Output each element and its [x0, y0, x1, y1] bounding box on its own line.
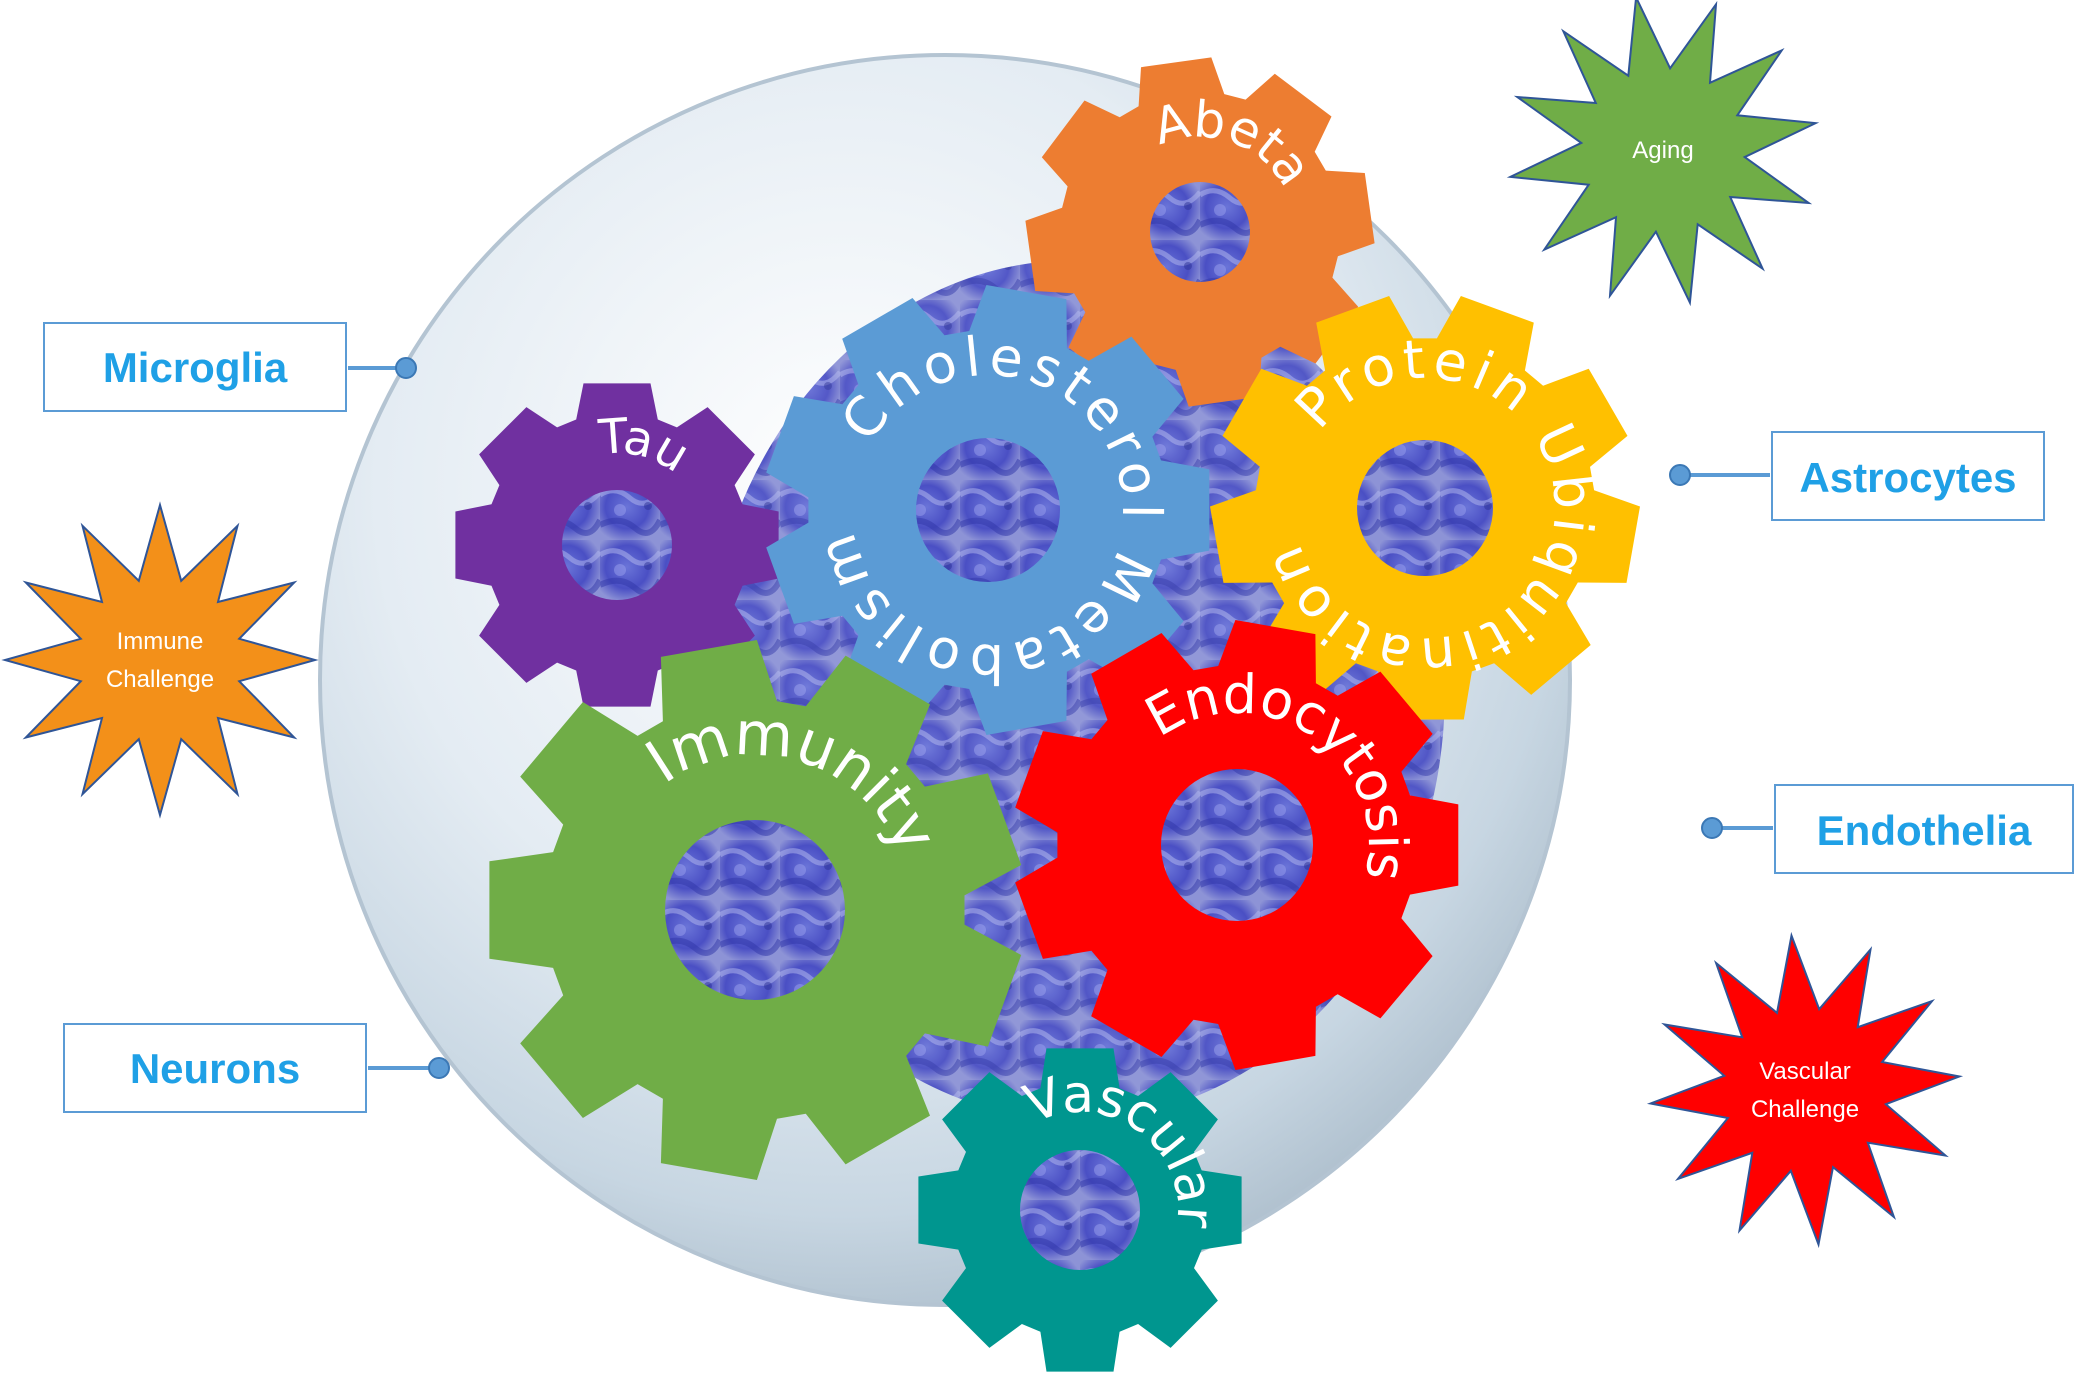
gear-vascular-hole — [1020, 1150, 1140, 1270]
connector-endothelia — [1701, 817, 1773, 839]
gear-immunity-hole — [665, 820, 845, 1000]
gear-endocytosis: Endocytosis — [1015, 620, 1459, 1070]
label-neurons: Neurons — [130, 1045, 300, 1092]
gear-protein-hole — [1357, 440, 1493, 576]
gear-protein-ubiquitination: Protein Ubiquitination — [1210, 296, 1640, 720]
challenge-star-aging: Aging — [1506, 0, 1820, 307]
connector-astrocytes — [1669, 464, 1770, 486]
star-immune-shape — [1, 501, 319, 819]
label-box-astrocytes: Astrocytes — [1771, 431, 2045, 521]
star-immune-text: Challenge — [106, 666, 214, 693]
label-box-microglia: Microglia — [43, 322, 347, 412]
gear-vascular: Vascular — [918, 1048, 1242, 1372]
star-aging-shape — [1506, 0, 1820, 307]
gear-tau-hole — [562, 490, 672, 600]
label-microglia: Microglia — [103, 344, 288, 391]
connector-neurons — [368, 1057, 450, 1079]
gear-endocytosis-hole — [1161, 769, 1313, 921]
label-astrocytes: Astrocytes — [1799, 454, 2016, 501]
label-endothelia: Endothelia — [1817, 807, 2032, 854]
gear-cholesterol-hole — [916, 438, 1060, 582]
star-vascular-shape — [1646, 931, 1964, 1249]
label-box-neurons: Neurons — [63, 1023, 367, 1113]
connector-microglia — [348, 357, 417, 379]
gear-abeta: Abeta — [1025, 57, 1375, 407]
gear-abeta-hole — [1150, 182, 1250, 282]
star-immune-text: Immune — [117, 628, 204, 655]
label-box-endothelia: Endothelia — [1774, 784, 2074, 874]
star-aging-text: Aging — [1632, 137, 1693, 164]
gear-cholesterol-metabolism: Cholesterol Metabolism — [766, 285, 1210, 735]
star-vascular-text: Challenge — [1751, 1096, 1859, 1123]
star-vascular-text: Vascular — [1759, 1058, 1851, 1085]
gear-immunity: Immunity — [489, 640, 1022, 1180]
